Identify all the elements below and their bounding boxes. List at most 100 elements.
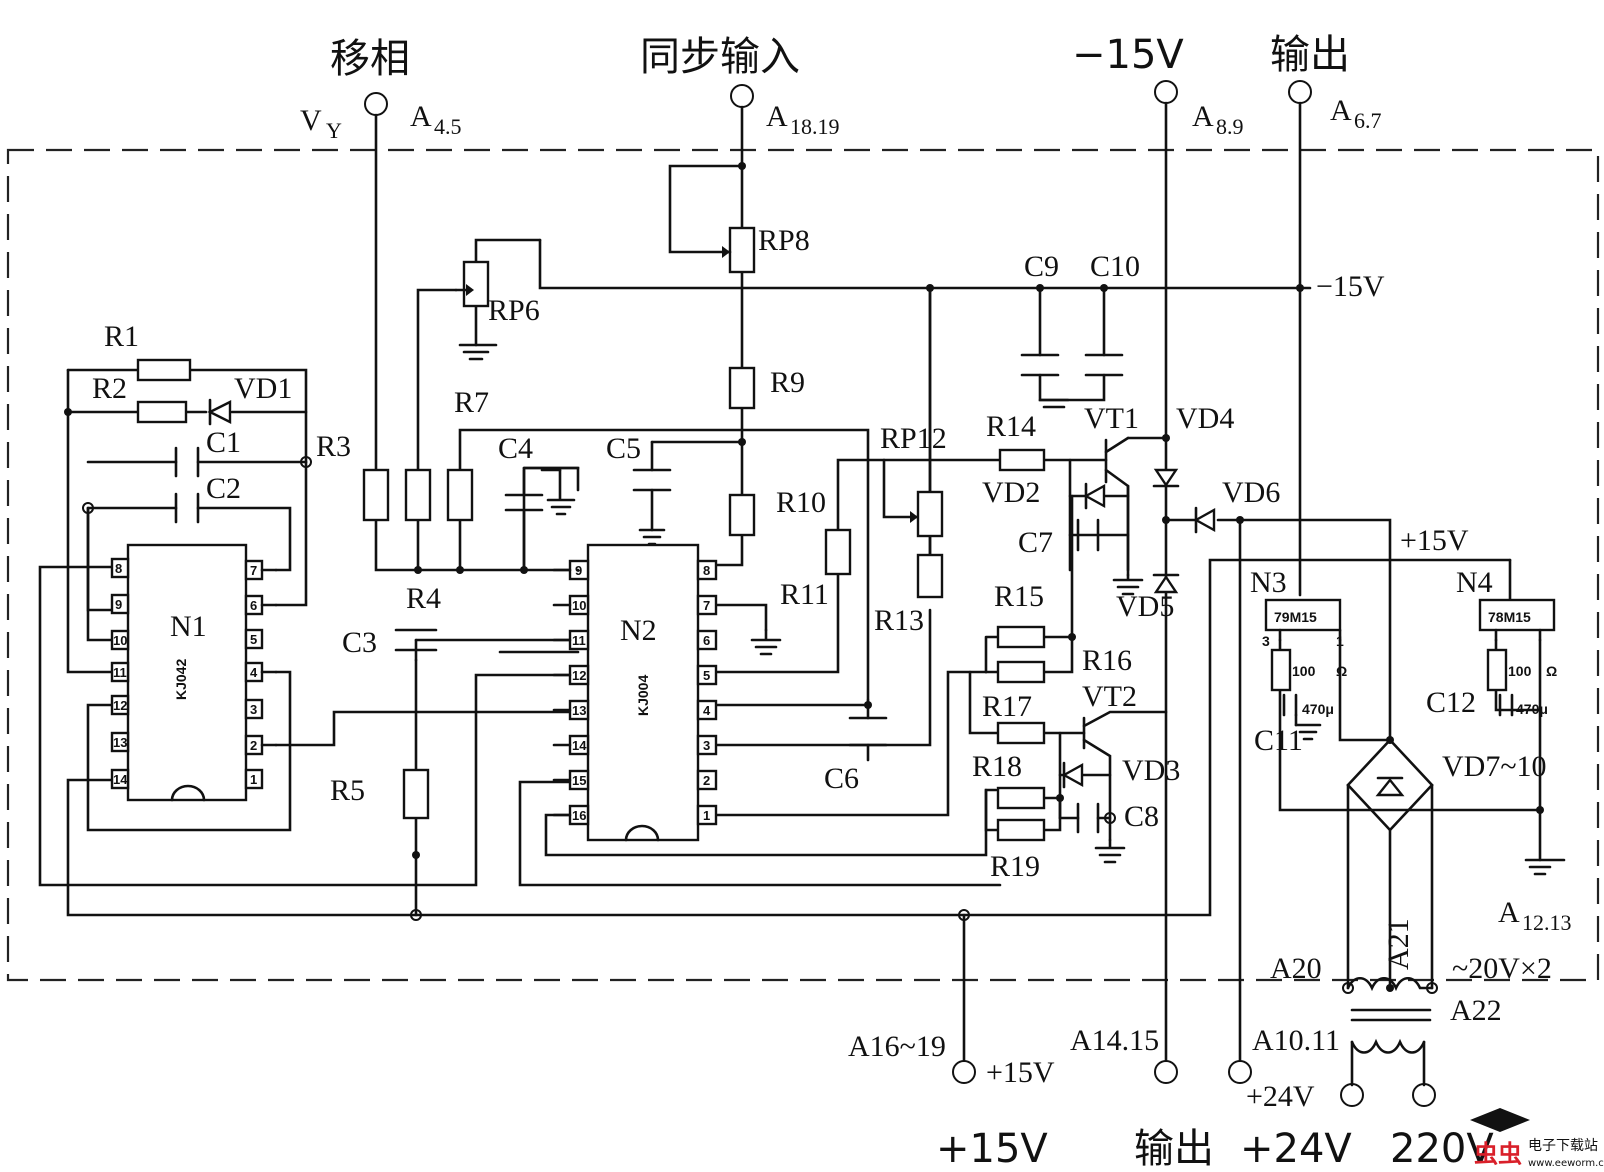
capacitor-c1 — [174, 446, 200, 478]
resistor-r16 — [996, 660, 1046, 684]
label-c9: C9 — [1024, 250, 1059, 283]
label-bottom-220v: 220V — [1390, 1126, 1494, 1172]
n2-pin-r0: 8 — [703, 563, 710, 578]
terminal-220v-b — [1412, 1083, 1436, 1107]
label-res100-a: 100 — [1292, 663, 1316, 679]
label-sync-input: 同步输入 — [640, 34, 800, 80]
label-r11: R11 — [780, 578, 829, 611]
n2-pin-l2: 11 — [572, 633, 586, 648]
label-n2-part: KJ004 — [635, 675, 651, 716]
label-r1: R1 — [104, 320, 139, 353]
n1-pin-r3: 4 — [250, 665, 258, 680]
resistor-r19 — [996, 818, 1046, 842]
label-c2: C2 — [206, 472, 241, 505]
label-vt2: VT2 — [1082, 680, 1137, 713]
n2-pin-l1: 10 — [572, 598, 586, 613]
label-r7: R7 — [454, 386, 489, 419]
capacitor-c11 — [1282, 693, 1298, 717]
label-rp6: RP6 — [488, 294, 540, 327]
terminal-15v-out — [952, 1060, 976, 1084]
terminal-24v — [1228, 1060, 1252, 1084]
label-r9: R9 — [770, 366, 805, 399]
board-outline — [6, 148, 1600, 982]
label-r10: R10 — [776, 486, 826, 519]
label-neg15v-rail: −15V — [1316, 270, 1385, 303]
label-vt1: VT1 — [1084, 402, 1139, 435]
capacitor-c5 — [632, 468, 672, 492]
resistor-r17 — [996, 721, 1046, 745]
n1-pin-r5: 2 — [250, 738, 257, 753]
label-res100-b: 100 — [1508, 663, 1532, 679]
capacitor-c8 — [1076, 802, 1100, 834]
label-n3: N3 — [1250, 566, 1287, 599]
diode-vd2 — [1083, 483, 1106, 509]
label-a20: A20 — [1270, 952, 1322, 985]
capacitor-c10 — [1084, 353, 1124, 377]
label-pos15v-rail: +15V — [1400, 524, 1469, 557]
resistor-r14 — [998, 448, 1046, 472]
label-r14: R14 — [986, 410, 1036, 443]
ic-n2 — [552, 543, 718, 842]
diode-vd6 — [1193, 507, 1216, 533]
label-term-24v: +24V — [1246, 1080, 1315, 1113]
label-vd2: VD2 — [982, 476, 1040, 509]
diode-vd5 — [1153, 574, 1179, 594]
terminal-220v-a — [1340, 1083, 1364, 1107]
label-vd710: VD7~10 — [1442, 750, 1547, 783]
label-neg15v-title: −15V — [1072, 32, 1184, 78]
label-n3-part: 79M15 — [1274, 609, 1317, 625]
label-c4: C4 — [498, 432, 533, 465]
potentiometer-rp8 — [728, 226, 756, 274]
resistor-r11 — [824, 528, 852, 576]
label-phase-shift: 移相 — [330, 36, 410, 82]
resistors — [136, 226, 1508, 842]
label-a21: A21 — [1382, 918, 1415, 970]
label-a89-sub: 8.9 — [1216, 114, 1244, 139]
terminal-output-bottom — [1154, 1060, 1178, 1084]
label-cap470-b: 470μ — [1516, 701, 1548, 717]
label-c11: C11 — [1254, 724, 1303, 757]
label-n3-pin1: 1 — [1336, 633, 1344, 649]
label-r13: R13 — [874, 604, 924, 637]
label-a45-sub: 4.5 — [434, 114, 462, 139]
diodes — [207, 398, 1405, 797]
potentiometer-rp6 — [462, 260, 490, 308]
label-r15: R15 — [994, 580, 1044, 613]
terminal-output-top — [1288, 80, 1312, 104]
diode-vd1 — [207, 400, 232, 424]
label-vd4: VD4 — [1176, 402, 1234, 435]
watermark-logo: 虫虫 — [1474, 1140, 1522, 1168]
capacitor-c7 — [1076, 518, 1100, 552]
label-c3: C3 — [342, 626, 377, 659]
terminal-phase-shift — [364, 92, 388, 116]
label-vy-sub: Y — [326, 118, 342, 143]
label-vy: V — [300, 104, 322, 137]
label-vd5: VD5 — [1116, 590, 1174, 623]
label-a22: A22 — [1450, 994, 1502, 1027]
watermark-url: www.eeworm.com — [1528, 1158, 1604, 1169]
resistor-r7 — [446, 468, 474, 522]
terminal-neg15v — [1154, 80, 1178, 104]
resistor-r15 — [996, 625, 1046, 649]
label-a1819: A — [766, 100, 788, 133]
mortarboard-icon — [1470, 1108, 1530, 1132]
junction-dots — [64, 162, 1544, 994]
n2-pin-l4: 13 — [572, 703, 586, 718]
label-a89: A — [1192, 100, 1214, 133]
label-c8: C8 — [1124, 800, 1159, 833]
label-a67-sub: 6.7 — [1354, 108, 1382, 133]
label-n3-pin3: 3 — [1262, 633, 1270, 649]
resistor-r1 — [136, 358, 192, 382]
label-a1213: A — [1498, 896, 1520, 929]
label-c6: C6 — [824, 762, 859, 795]
n2-pin-l7: 16 — [572, 808, 586, 823]
bottom-terminals — [952, 1060, 1436, 1107]
watermark: 虫虫 电子下载站 www.eeworm.com — [1470, 1108, 1604, 1169]
label-n4: N4 — [1456, 566, 1493, 599]
label-a1415: A14.15 — [1070, 1024, 1159, 1057]
label-vd3: VD3 — [1122, 754, 1180, 787]
label-a1619: A16~19 — [848, 1030, 946, 1063]
n1-pin-r1: 6 — [250, 598, 257, 613]
